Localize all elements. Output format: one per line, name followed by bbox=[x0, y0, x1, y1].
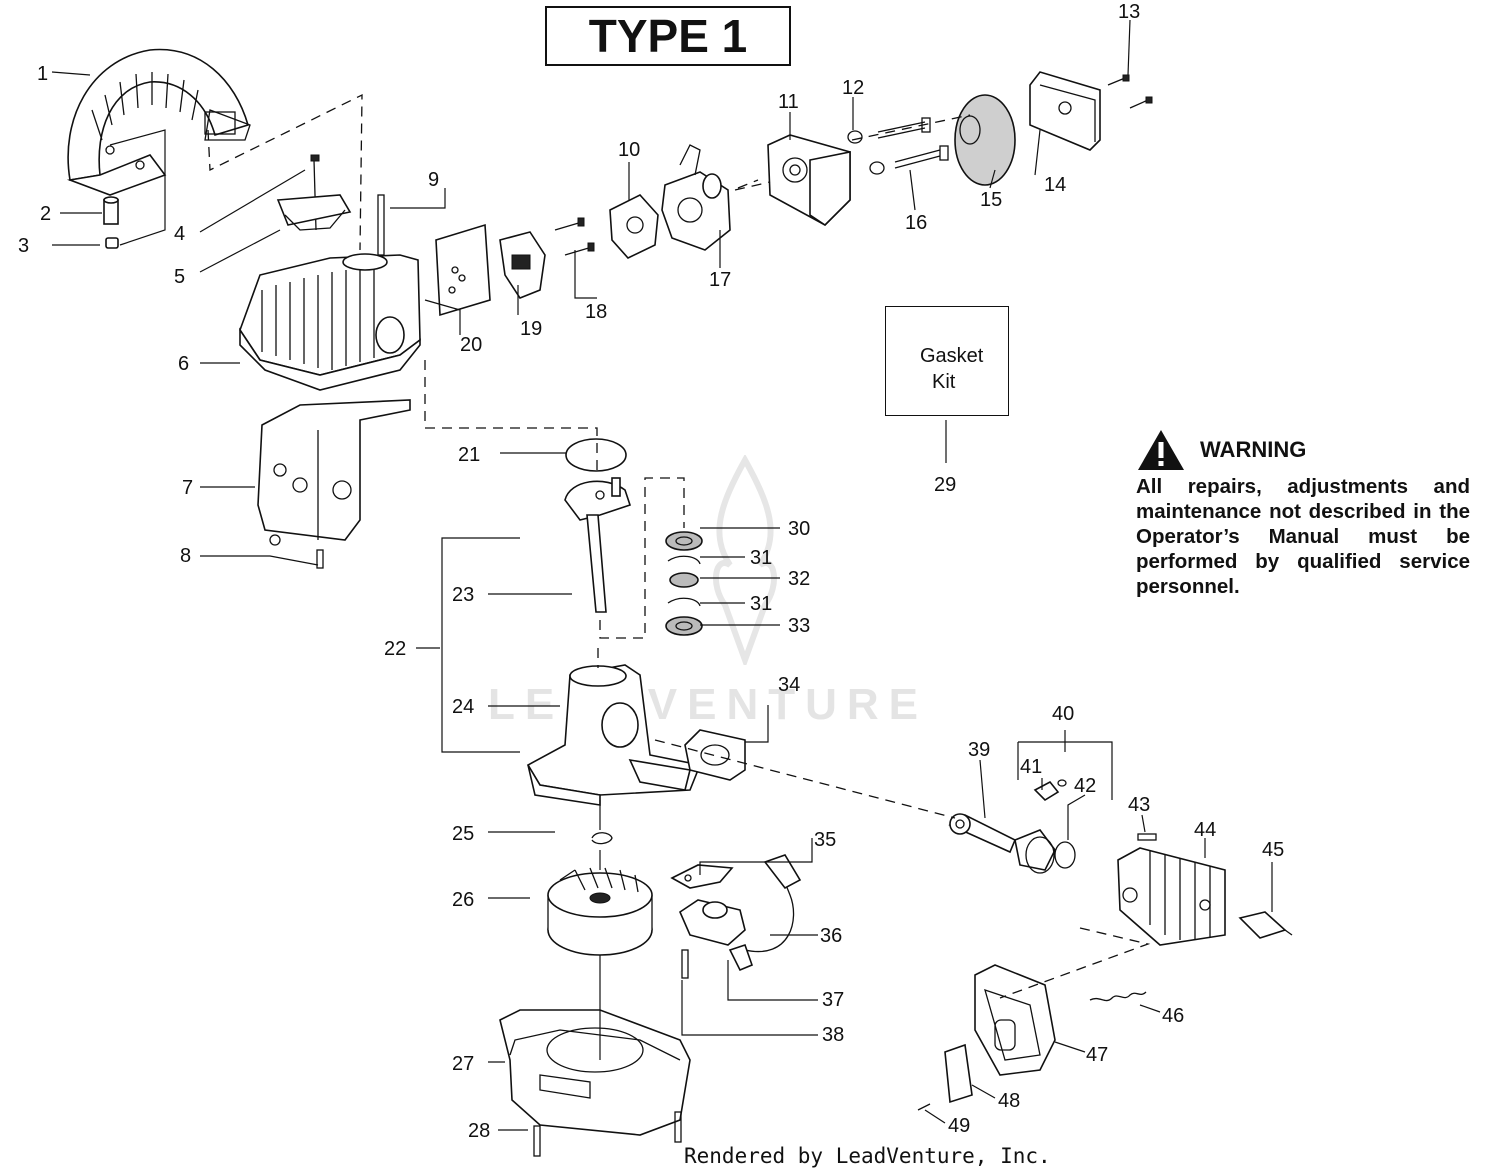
callout-39: 39 bbox=[968, 739, 990, 761]
part-muffler bbox=[974, 964, 1056, 1076]
callout-16: 16 bbox=[905, 212, 927, 234]
diagram-title: TYPE 1 bbox=[545, 6, 791, 66]
callout-18: 18 bbox=[585, 301, 607, 323]
callout-35: 35 bbox=[814, 829, 836, 851]
callout-29: 29 bbox=[934, 474, 956, 496]
callout-24: 24 bbox=[452, 696, 474, 718]
callout-7: 7 bbox=[182, 477, 193, 499]
callout-3: 3 bbox=[18, 235, 29, 257]
callout-21: 21 bbox=[458, 444, 480, 466]
callout-38: 38 bbox=[822, 1024, 844, 1046]
callout-23: 23 bbox=[452, 584, 474, 606]
warning-triangle-icon bbox=[1138, 430, 1184, 470]
callout-6: 6 bbox=[178, 353, 189, 375]
footer-credit: Rendered by LeadVenture, Inc. bbox=[684, 1144, 1051, 1168]
callout-41: 41 bbox=[1020, 756, 1042, 778]
callout-31b: 31 bbox=[750, 593, 772, 615]
part-carburetor bbox=[661, 144, 731, 251]
callout-1: 1 bbox=[37, 63, 48, 85]
part-crankcase bbox=[526, 664, 702, 806]
callout-14: 14 bbox=[1044, 174, 1066, 196]
callout-43: 43 bbox=[1128, 794, 1150, 816]
part-cylinder bbox=[1117, 847, 1226, 946]
watermark-flame-icon bbox=[712, 455, 778, 665]
warning-heading: WARNING bbox=[1200, 437, 1307, 462]
callout-49: 49 bbox=[948, 1115, 970, 1137]
callout-45: 45 bbox=[1262, 839, 1284, 861]
part-flywheel bbox=[547, 867, 653, 956]
callout-13: 13 bbox=[1118, 1, 1140, 23]
callout-19: 19 bbox=[520, 318, 542, 340]
callout-10: 10 bbox=[618, 139, 640, 161]
callout-11: 11 bbox=[778, 91, 799, 113]
gasket-kit-box: Gasket Kit bbox=[885, 306, 1009, 416]
warning-body: All repairs, adjustments and maintenance… bbox=[1136, 475, 1470, 598]
gasket-kit-label-line2: Kit bbox=[932, 371, 956, 393]
callout-32: 32 bbox=[788, 568, 810, 590]
callout-33: 33 bbox=[788, 615, 810, 637]
callout-9: 9 bbox=[428, 169, 439, 191]
callout-36: 36 bbox=[820, 925, 842, 947]
callout-46: 46 bbox=[1162, 1005, 1184, 1027]
callout-4: 4 bbox=[174, 223, 185, 245]
part-cylinder-cover bbox=[239, 253, 421, 391]
callout-27: 27 bbox=[452, 1053, 474, 1075]
callout-20: 20 bbox=[460, 334, 482, 356]
callout-42: 42 bbox=[1074, 775, 1096, 797]
callout-28: 28 bbox=[468, 1120, 490, 1142]
callout-5: 5 bbox=[174, 266, 185, 288]
callout-48: 48 bbox=[998, 1090, 1020, 1112]
callout-37: 37 bbox=[822, 989, 844, 1011]
warning-notice: WARNING All repairs, adjustments and mai… bbox=[1136, 428, 1470, 599]
callout-15: 15 bbox=[980, 189, 1002, 211]
callout-26: 26 bbox=[452, 889, 474, 911]
callout-44: 44 bbox=[1194, 819, 1216, 841]
callout-47: 47 bbox=[1086, 1044, 1108, 1066]
part-fan-housing bbox=[499, 1009, 691, 1136]
callout-30: 30 bbox=[788, 518, 810, 540]
callout-12: 12 bbox=[842, 77, 864, 99]
callout-31a: 31 bbox=[750, 547, 772, 569]
watermark-text: LEADVENTURE bbox=[488, 680, 929, 729]
part-shield bbox=[66, 48, 251, 196]
callout-17: 17 bbox=[709, 269, 731, 291]
callout-2: 2 bbox=[40, 203, 51, 225]
callout-34: 34 bbox=[778, 674, 800, 696]
callout-22: 22 bbox=[384, 638, 406, 660]
callout-8: 8 bbox=[180, 545, 191, 567]
callout-40: 40 bbox=[1052, 703, 1074, 725]
callout-25: 25 bbox=[452, 823, 474, 845]
warning-header: WARNING bbox=[1136, 428, 1470, 472]
gasket-kit-label-line1: Gasket bbox=[920, 345, 984, 367]
